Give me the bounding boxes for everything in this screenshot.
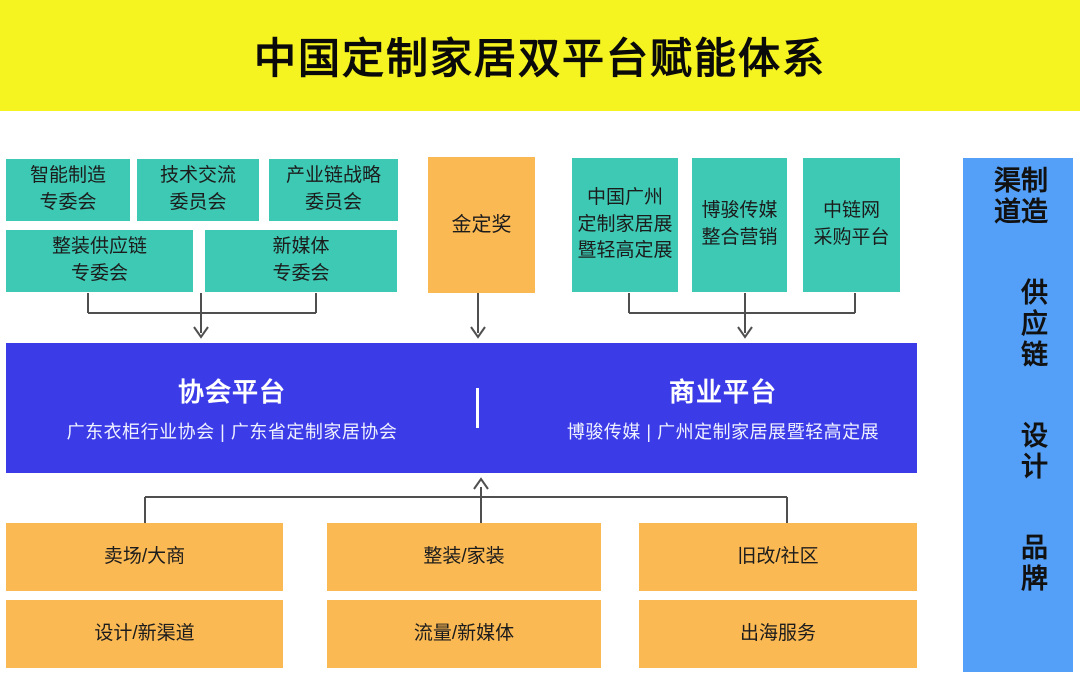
- commercial-platform-title: 商业平台: [668, 377, 777, 407]
- committee-box-whole-house-supply: 整装供应链 专委会: [6, 230, 193, 292]
- channel-box-overseas-services: 出海服务: [639, 600, 917, 668]
- committee-box-smart-manufacturing: 智能制造 专委会: [6, 159, 130, 221]
- channel-box-design-new-channels: 设计/新渠道: [6, 600, 283, 668]
- page-title: 中国定制家居双平台赋能体系: [253, 35, 826, 82]
- sidebar-word-manufacturing: 制造: [1017, 166, 1047, 228]
- platform-band: 协会平台 广东衣柜行业协会 | 广东省定制家居协会 商业平台 博骏传媒 | 广州…: [6, 343, 917, 473]
- commercial-platform-subtitle: 博骏传媒 | 广州定制家居展暨轻高定展: [566, 422, 880, 442]
- business-arrowhead-down: [737, 326, 753, 339]
- platform-divider: [476, 388, 479, 428]
- business-box-guangzhou-expo: 中国广州 定制家居展 暨轻高定展: [572, 158, 678, 292]
- header-band: 中国定制家居双平台赋能体系: [0, 0, 1080, 111]
- channel-box-whole-house-decoration: 整装/家装: [327, 523, 601, 591]
- sidebar-word-supply-chain: 供应链: [1017, 278, 1047, 371]
- channel-arrowhead-up: [473, 477, 489, 490]
- committee-arrowhead-down: [193, 326, 209, 339]
- commercial-platform: 商业平台 博骏传媒 | 广州定制家居展暨轻高定展: [479, 372, 917, 444]
- association-platform-title: 协会平台: [177, 377, 286, 407]
- sidebar-word-design: 设计: [1017, 421, 1047, 483]
- award-box-golden-ding: 金定奖: [428, 157, 535, 293]
- sidebar-word-channel: 渠道: [990, 166, 1020, 228]
- business-box-bojun-media: 博骏传媒 整合营销: [692, 158, 787, 292]
- association-platform: 协会平台 广东衣柜行业协会 | 广东省定制家居协会: [6, 372, 476, 444]
- channel-box-stores-dealers: 卖场/大商: [6, 523, 283, 591]
- committee-box-new-media: 新媒体 专委会: [205, 230, 397, 292]
- channel-box-renovation-community: 旧改/社区: [639, 523, 917, 591]
- sidebar-word-brand: 品牌: [1017, 533, 1047, 595]
- association-platform-subtitle: 广东衣柜行业协会 | 广东省定制家居协会: [66, 422, 398, 442]
- channel-box-traffic-new-media: 流量/新媒体: [327, 600, 601, 668]
- committee-box-tech-exchange: 技术交流 委员会: [137, 159, 259, 221]
- committee-box-industry-chain: 产业链战略 委员会: [269, 159, 398, 221]
- value-chain-sidebar: 制造 供应链 设计 品牌 渠道: [963, 158, 1073, 672]
- award-arrowhead-down: [470, 326, 486, 339]
- value-chain-text: 制造 供应链 设计 品牌 渠道: [990, 158, 1047, 672]
- business-box-zhonglian-procurement: 中链网 采购平台: [803, 158, 900, 292]
